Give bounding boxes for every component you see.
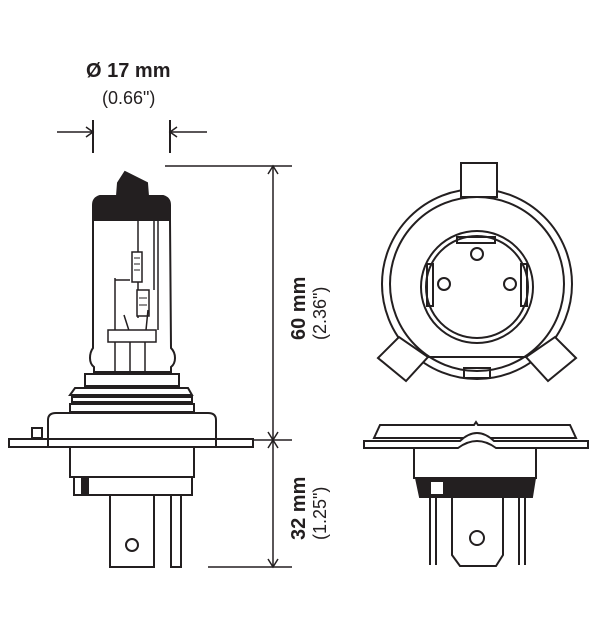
bulb-height-metric-label: 60 mm bbox=[288, 276, 310, 340]
base-height-metric-label: 32 mm bbox=[288, 476, 310, 540]
diameter-imperial-label: (0.66") bbox=[102, 88, 156, 108]
diameter-dimension bbox=[57, 120, 207, 153]
base-height-imperial-label: (1.25") bbox=[310, 486, 330, 540]
diameter-metric-label: Ø 17 mm bbox=[86, 60, 171, 82]
base-side-view bbox=[363, 420, 589, 567]
base-top-view bbox=[376, 162, 578, 383]
bulb-height-imperial-label: (2.36") bbox=[310, 286, 330, 340]
height-dimension bbox=[165, 164, 292, 569]
bulb-side-view bbox=[8, 170, 254, 568]
